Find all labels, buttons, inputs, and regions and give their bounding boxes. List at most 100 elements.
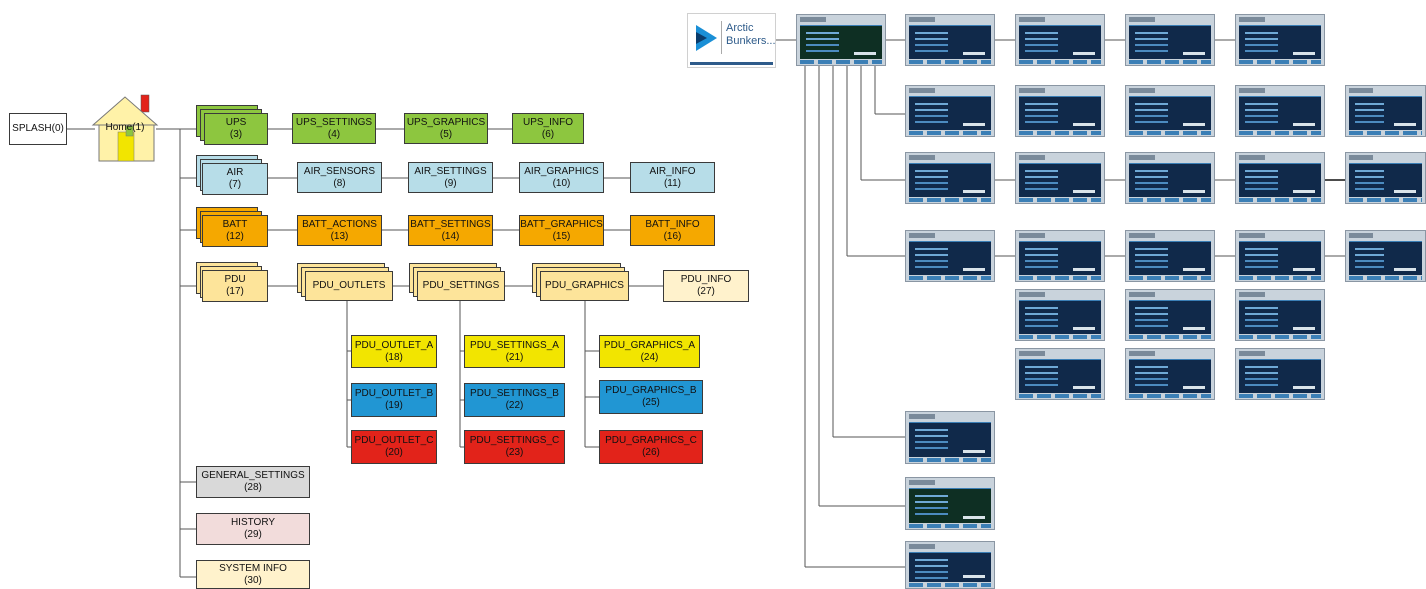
pdu-outlet-c-node: PDU_OUTLET_C (20): [351, 430, 437, 464]
batt-settings-name: BATT_SETTINGS: [410, 218, 491, 230]
screen-thumbnail-pdu-outlets: [1015, 230, 1105, 282]
ups-settings-node: UPS_SETTINGS (4): [292, 113, 376, 144]
pdu-settings-node: PDU_SETTINGS: [417, 271, 505, 301]
pdu-graphics-c-num: (26): [642, 447, 660, 458]
pdu-graphics-b-node: PDU_GRAPHICS_B (25): [599, 380, 703, 414]
screen-thumbnail-batt-graphics: [1235, 152, 1325, 204]
pdu-outlet-b-node: PDU_OUTLET_B (19): [351, 383, 437, 417]
batt-graphics-name: BATT_GRAPHICS: [520, 218, 603, 230]
pdu-graphics-b-num: (25): [642, 397, 660, 408]
screen-thumbnail-pdu: [905, 230, 995, 282]
air-info-node: AIR_INFO (11): [630, 162, 715, 193]
logo-line2: Bunkers...: [726, 35, 776, 47]
batt-info-num: (16): [663, 230, 682, 242]
pdu-name: PDU: [224, 274, 246, 285]
logo-underline: [690, 62, 773, 65]
pdu-settings-a-node: PDU_SETTINGS_A (21): [464, 335, 565, 368]
screen-thumbnail-home: [796, 14, 886, 66]
pdu-settings-c-node: PDU_SETTINGS_C (23): [464, 430, 565, 464]
general-settings-node: GENERAL_SETTINGS (28): [196, 466, 310, 498]
screen-thumbnail-air: [905, 85, 995, 137]
screen-thumbnail-ups-info: [1235, 14, 1325, 66]
screen-thumbnail-pdu-info: [1345, 230, 1426, 282]
screen-thumbnail-general-settings: [905, 411, 995, 464]
screen-thumbnail-ups-settings: [1015, 14, 1105, 66]
pdu-info-num: (27): [697, 286, 715, 297]
screen-thumbnail-ups: [905, 14, 995, 66]
pdu-info-node: PDU_INFO (27): [663, 270, 749, 302]
pdu-node: PDU (17): [202, 270, 268, 302]
air-graphics-node: AIR_GRAPHICS (10): [519, 162, 604, 193]
air-settings-num: (9): [444, 177, 457, 189]
batt-settings-node: BATT_SETTINGS (14): [408, 215, 493, 246]
pdu-num: (17): [226, 286, 244, 297]
screen-thumbnail-air-info: [1345, 85, 1426, 137]
air-name: AIR: [226, 167, 244, 178]
batt-name: BATT: [222, 219, 248, 230]
pdu-settings-c-name: PDU_SETTINGS_C: [469, 435, 560, 446]
ups-graphics-node: UPS_GRAPHICS (5): [404, 113, 488, 144]
pdu-outlet-c-name: PDU_OUTLET_C: [354, 435, 434, 446]
pdu-info-name: PDU_INFO: [680, 274, 732, 285]
air-info-name: AIR_INFO: [649, 165, 696, 177]
pdu-graphics-c-name: PDU_GRAPHICS_C: [605, 435, 697, 446]
batt-settings-num: (14): [441, 230, 460, 242]
batt-num: (12): [226, 231, 244, 242]
pdu-outlet-b-name: PDU_OUTLET_B: [354, 388, 434, 399]
air-graphics-name: AIR_GRAPHICS: [524, 165, 599, 177]
screen-thumbnail-pdu-graphics: [1235, 230, 1325, 282]
screen-thumbnail-batt-settings: [1125, 152, 1215, 204]
pdu-outlets-node: PDU_OUTLETS: [305, 271, 393, 301]
pdu-settings-b-name: PDU_SETTINGS_B: [470, 388, 559, 399]
pdu-graphics-a-node: PDU_GRAPHICS_A (24): [599, 335, 700, 368]
pdu-settings-b-num: (22): [505, 400, 524, 411]
history-node: HISTORY (29): [196, 513, 310, 545]
pdu-outlet-a-num: (18): [385, 351, 403, 363]
logo-text: Arctic Bunkers...: [726, 22, 776, 48]
screen-thumbnail-pdu-outlet-b: [1015, 289, 1105, 341]
screen-thumbnail-pdu-outlet-c: [1015, 348, 1105, 400]
play-logo-icon: [696, 25, 717, 51]
pdu-graphics-node: PDU_GRAPHICS: [540, 271, 629, 301]
air-settings-name: AIR_SETTINGS: [414, 165, 487, 177]
air-node: AIR (7): [202, 163, 268, 195]
arctic-bunkers-logo: Arctic Bunkers...: [687, 13, 776, 68]
pdu-settings-name: PDU_SETTINGS: [422, 280, 500, 291]
screen-thumbnail-pdu-settings-b: [1125, 289, 1215, 341]
history-num: (29): [244, 529, 262, 540]
air-graphics-num: (10): [552, 177, 571, 189]
pdu-settings-b-node: PDU_SETTINGS_B (22): [464, 383, 565, 417]
system-info-node: SYSTEM INFO (30): [196, 560, 310, 589]
screen-thumbnail-pdu-settings: [1125, 230, 1215, 282]
screen-thumbnail-air-graphics: [1235, 85, 1325, 137]
screen-thumbnail-pdu-graphics-c: [1235, 348, 1325, 400]
pdu-outlet-c-num: (20): [385, 447, 403, 458]
ups-settings-num: (4): [327, 128, 341, 140]
ups-info-num: (6): [541, 128, 555, 140]
pdu-graphics-b-name: PDU_GRAPHICS_B: [605, 385, 697, 396]
air-sensors-node: AIR_SENSORS (8): [297, 162, 382, 193]
general-settings-num: (28): [244, 482, 262, 493]
batt-graphics-node: BATT_GRAPHICS (15): [519, 215, 604, 246]
batt-node: BATT (12): [202, 215, 268, 247]
screen-thumbnail-batt: [905, 152, 995, 204]
system-info-num: (30): [244, 574, 262, 586]
pdu-outlet-a-name: PDU_OUTLET_A: [354, 339, 434, 351]
ups-settings-name: UPS_SETTINGS: [295, 116, 373, 128]
system-info-name: SYSTEM INFO: [219, 562, 287, 574]
air-sensors-name: AIR_SENSORS: [303, 165, 376, 177]
ups-info-node: UPS_INFO (6): [512, 113, 584, 144]
home-label: Home(1): [105, 122, 145, 133]
batt-actions-name: BATT_ACTIONS: [302, 218, 377, 230]
batt-info-node: BATT_INFO (16): [630, 215, 715, 246]
batt-info-name: BATT_INFO: [645, 218, 700, 230]
splash-label: SPLASH(0): [12, 123, 64, 134]
screen-thumbnail-history: [905, 477, 995, 530]
splash-node: SPLASH(0): [9, 113, 67, 145]
batt-actions-num: (13): [330, 230, 349, 242]
pdu-outlet-a-node: PDU_OUTLET_A (18): [351, 335, 437, 368]
batt-actions-node: BATT_ACTIONS (13): [297, 215, 382, 246]
pdu-settings-c-num: (23): [505, 447, 524, 458]
screen-thumbnail-system-info: [905, 541, 995, 589]
screen-thumbnail-ups-graphics: [1125, 14, 1215, 66]
